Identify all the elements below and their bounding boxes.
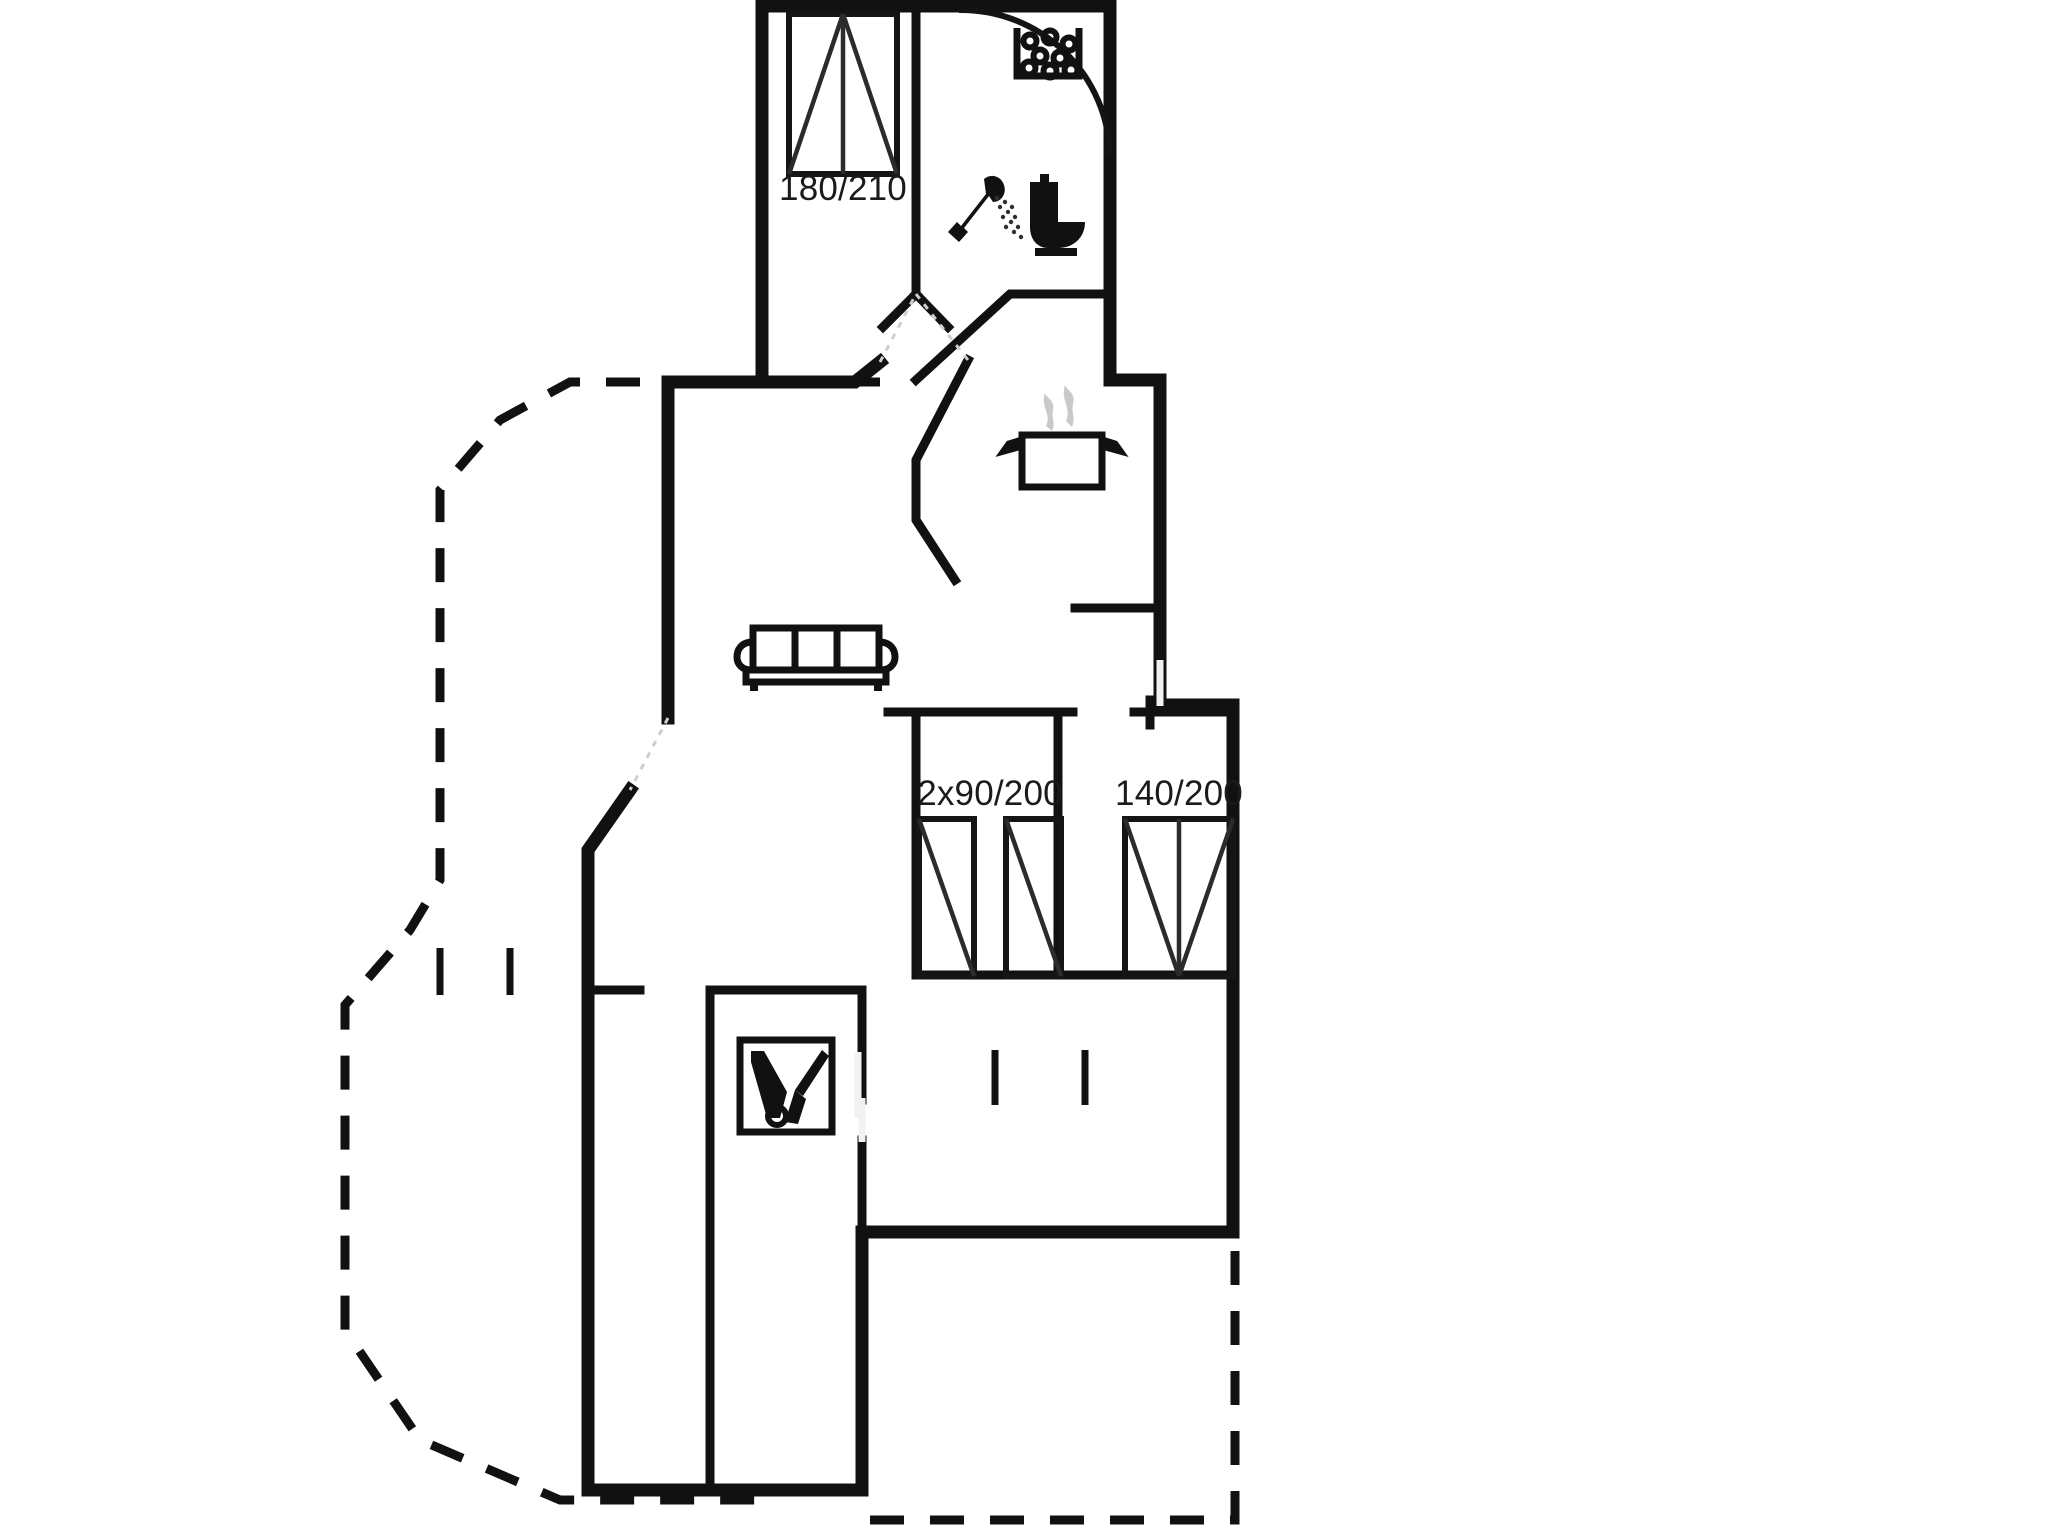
bathroom-door-arc <box>958 6 1113 156</box>
terrace-west-outline <box>340 377 880 1505</box>
door-swing-lines <box>628 293 970 791</box>
terrace-deck-ticks <box>436 948 1089 1105</box>
interior-walls <box>588 1 1238 1495</box>
cooking-pot-icon <box>995 385 1129 491</box>
dim-label-double-window: 140/200 <box>1115 774 1243 813</box>
terrace-south-outline <box>870 975 1240 1525</box>
shower-icon <box>948 175 1024 242</box>
toilet-icon <box>1030 174 1085 256</box>
dim-label-terrace-door: 180/210 <box>779 169 907 208</box>
doorway-gaps <box>858 660 1164 1142</box>
garden-tools-icon <box>736 1036 836 1136</box>
sofa-icon <box>733 624 899 691</box>
window-2x90-200 <box>916 816 1064 979</box>
dimension-labels: 180/210 2x90/200 140/200 <box>779 169 1243 813</box>
building-outer-walls <box>581 0 1240 1497</box>
window-180-210 <box>786 11 900 177</box>
hob-icon <box>1013 27 1083 81</box>
window-140-200 <box>1122 816 1236 979</box>
dim-label-twin-window: 2x90/200 <box>917 774 1063 813</box>
